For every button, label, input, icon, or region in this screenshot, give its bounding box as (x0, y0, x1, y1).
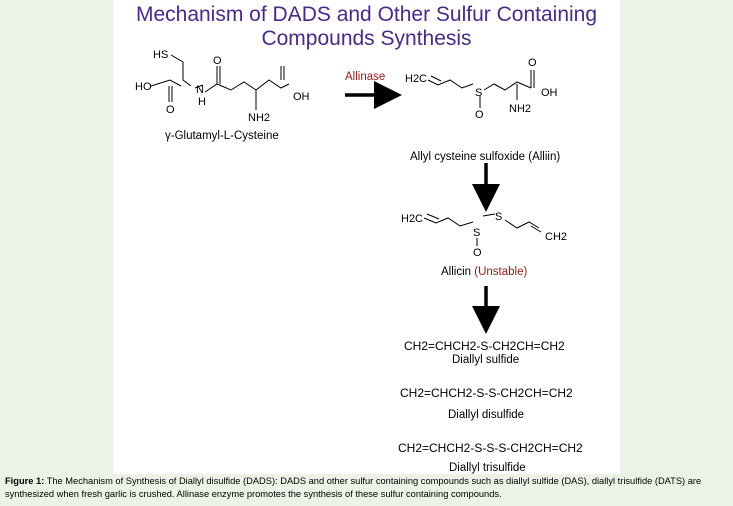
product-name-diallyl-disulfide: Diallyl disulfide (448, 409, 524, 421)
atom-s2: S (495, 211, 502, 223)
atom-oh: OH (541, 87, 558, 99)
caption-label: Figure 1: (5, 476, 45, 486)
product-formula-diallyl-disulfide: CH2=CHCH2-S-S-CH2CH=CH2 (400, 386, 573, 400)
atom-h2c: H2C (401, 213, 423, 225)
allicin-structure (423, 213, 542, 246)
figure-title-line2: Compounds Synthesis (261, 27, 472, 50)
atom-o-ketone: O (213, 55, 222, 67)
atom-ho: HO (135, 81, 152, 93)
product-name-diallyl-sulfide: Diallyl sulfide (452, 354, 519, 366)
atom-o-amide: O (166, 104, 175, 116)
caption-text: The Mechanism of Synthesis of Diallyl di… (5, 476, 702, 499)
unstable-label: (Unstable) (474, 266, 527, 278)
atom-h: H (198, 96, 206, 108)
atom-s: S (475, 87, 482, 99)
enzyme-label: Allinase (345, 71, 385, 83)
compound-name-alliin: Allyl cysteine sulfoxide (Alliin) (410, 151, 560, 163)
figure-caption: Figure 1: The Mechanism of Synthesis of … (5, 475, 729, 501)
atom-n: N (196, 84, 204, 96)
compound-name-allicin: Allicin (Unstable) (441, 266, 527, 278)
product-formula-diallyl-sulfide: CH2=CHCH2-S-CH2CH=CH2 (404, 339, 565, 353)
alliin-structure (427, 70, 535, 108)
atom-o: O (473, 247, 482, 259)
atom-oh: OH (293, 91, 310, 103)
product-name-diallyl-trisulfide: Diallyl trisulfide (449, 462, 526, 474)
product-formula-diallyl-trisulfide: CH2=CHCH2-S-S-S-CH2CH=CH2 (398, 441, 583, 455)
atom-s1: S (473, 227, 480, 239)
figure-title-line1: Mechanism of DADS and Other Sulfur Conta… (135, 3, 598, 26)
atom-o-sulfoxide: O (475, 109, 484, 121)
compound-name-glutamyl-cysteine: γ-Glutamyl-L-Cysteine (165, 130, 279, 142)
atom-ch2: CH2 (545, 231, 567, 243)
figure-panel: Mechanism of DADS and Other Sulfur Conta… (113, 0, 620, 474)
reaction-scheme: HS HO O N H O OH NH2 γ-Glutamyl-L-Cystei… (135, 49, 583, 474)
atom-hs: HS (153, 49, 168, 61)
atom-nh2: NH2 (509, 103, 531, 115)
atom-h2c: H2C (405, 73, 427, 85)
atom-o-carbonyl: O (528, 57, 537, 69)
gamma-glutamyl-cysteine-structure (150, 54, 290, 110)
atom-nh2: NH2 (248, 112, 270, 124)
